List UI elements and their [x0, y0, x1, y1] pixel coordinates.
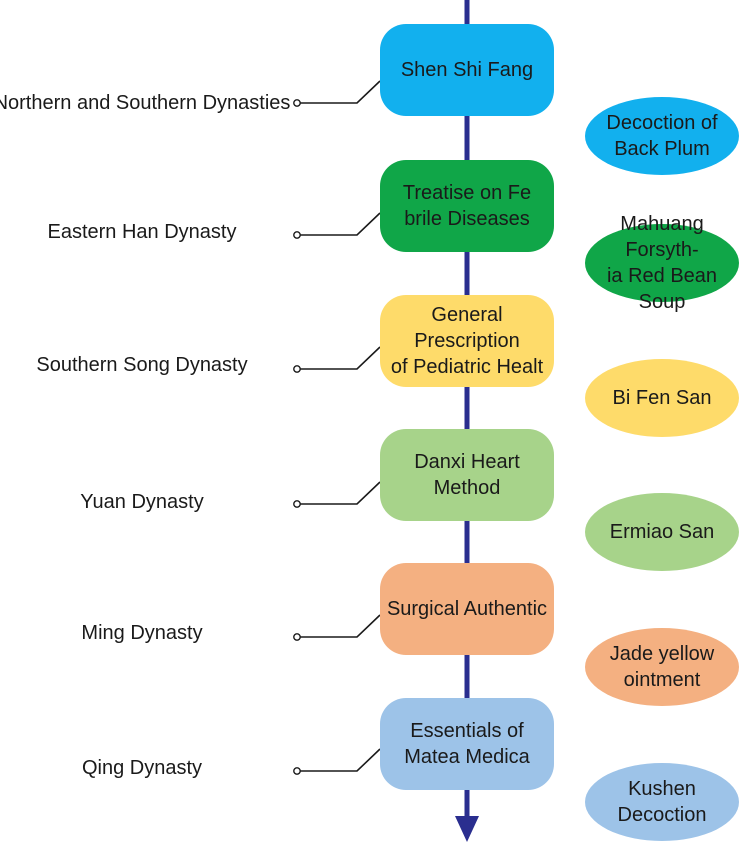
connector-line: [300, 212, 381, 236]
prescription-ellipse: Jade yellow ointment: [585, 628, 739, 706]
book-box: Surgical Authentic: [380, 563, 554, 655]
era-label: Ming Dynasty: [81, 622, 203, 644]
book-box: General Prescription of Pediatric Healt: [380, 295, 554, 387]
book-box: Treatise on Fe brile Diseases: [380, 160, 554, 252]
era-label: Yuan Dynasty: [80, 491, 204, 513]
book-box: Danxi Heart Method: [380, 429, 554, 521]
connector-dot: [293, 365, 301, 373]
era-label: Southern Song Dynasty: [36, 354, 248, 376]
era-label: Qing Dynasty: [81, 757, 203, 779]
connector-line: [300, 748, 381, 772]
prescription-ellipse: Bi Fen San: [585, 359, 739, 437]
era-label: Eastern Han Dynasty: [47, 221, 237, 243]
connector-dot: [293, 767, 301, 775]
timeline-arrowhead: [455, 816, 479, 842]
prescription-ellipse: Ermiao San: [585, 493, 739, 571]
connector-dot: [293, 500, 301, 508]
connector-dot: [293, 99, 301, 107]
connector-line: [300, 614, 381, 638]
connector-dot: [293, 633, 301, 641]
era-label: Northern and Southern Dynasties: [0, 92, 291, 114]
connector-line: [300, 346, 381, 370]
book-box: Shen Shi Fang: [380, 24, 554, 116]
connector-line: [300, 481, 381, 505]
prescription-ellipse: Kushen Decoction: [585, 763, 739, 841]
connector-line: [300, 80, 381, 104]
connector-dot: [293, 231, 301, 239]
book-box: Essentials of Matea Medica: [380, 698, 554, 790]
prescription-ellipse: Decoction of Back Plum: [585, 97, 739, 175]
prescription-ellipse: Mahuang Forsyth- ia Red Bean Soup: [585, 213, 739, 313]
